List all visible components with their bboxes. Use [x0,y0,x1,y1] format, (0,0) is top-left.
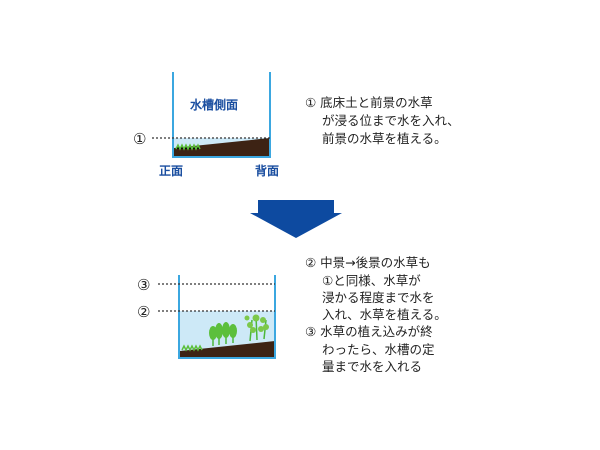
down-arrow [250,200,342,238]
marker-3: ③ [137,276,150,294]
substrate-soil [180,341,275,357]
foreground-plants [175,143,201,151]
step3-text: ③ 水草の植え込みが終 わったら、水槽の定 量まで水を入れる [305,324,435,374]
marker-1: ① [133,130,146,148]
top-tank: ① 水槽側面 正面 背面 [133,72,279,178]
step3-line: ③ 水草の植え込みが終 [305,324,433,339]
step2-line: ② 中景→後景の水草も [305,255,431,270]
step2-text: ② 中景→後景の水草も ①と同様、水草が 浸かる程度まで水を 入れ、水草を植える… [305,255,447,322]
step3-line: 量まで水を入れる [322,359,422,374]
step1-text: ① 底床土と前景の水草 が浸る位まで水を入れ、 前景の水草を植える。 [305,95,460,146]
foreground-plants [181,344,203,352]
step2-line: ①と同様、水草が [322,273,421,288]
bottom-tank: ③ ② [137,275,276,359]
marker-2: ② [137,303,150,321]
front-label: 正面 [159,164,183,178]
step2-line: 浸かる程度まで水を [322,290,435,305]
back-label: 背面 [255,163,279,178]
step2-line: 入れ、水草を植える。 [322,307,447,322]
step3-line: わったら、水槽の定 [322,342,435,357]
background-plants [244,314,269,342]
midground-plants [209,322,237,346]
tank-side-label: 水槽側面 [190,97,238,112]
step1-line: ① 底床土と前景の水草 [305,95,433,110]
substrate-soil [174,138,270,156]
step1-line: 前景の水草を植える。 [322,131,447,146]
step1-line: が浸る位まで水を入れ、 [322,113,460,128]
